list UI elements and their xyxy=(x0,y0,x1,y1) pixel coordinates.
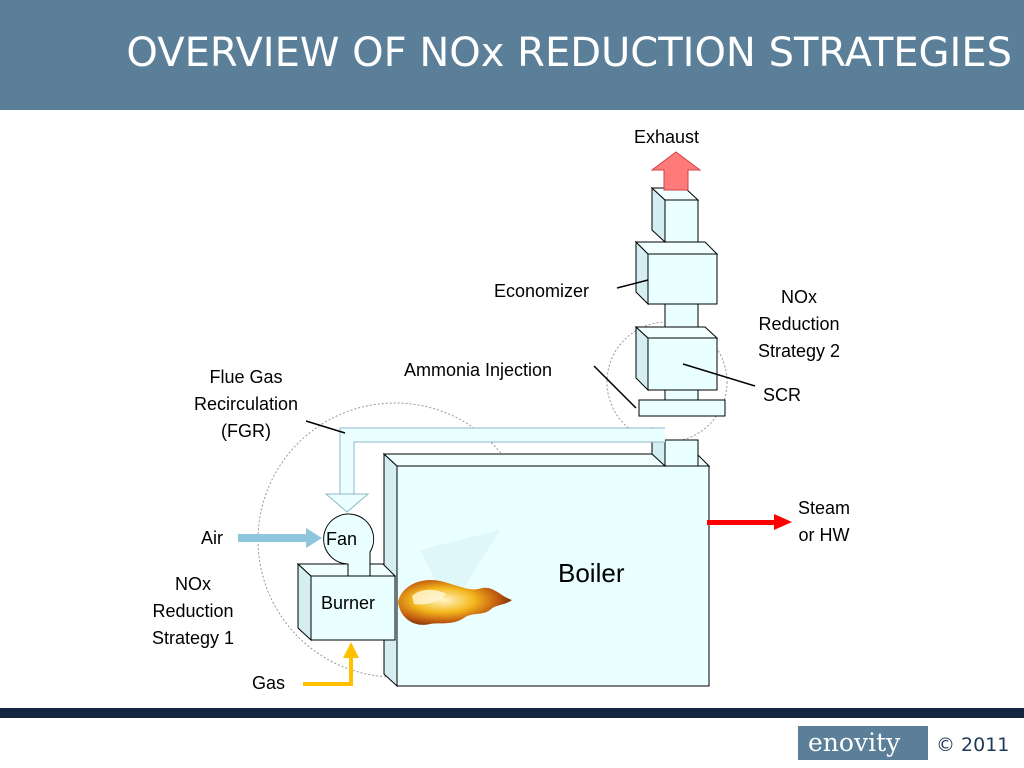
steam-line-2: or HW xyxy=(798,525,850,545)
slide-title: OVERVIEW OF NOx REDUCTION STRATEGIES xyxy=(126,30,1012,76)
exhaust-arrow xyxy=(650,151,702,191)
flame xyxy=(398,580,512,625)
exhaust-label: Exhaust xyxy=(634,127,700,147)
boiler-box xyxy=(382,452,711,688)
nox-strategy-2-line-3: Strategy 2 xyxy=(758,341,841,361)
economizer-box xyxy=(634,240,719,306)
fan-label: Fan xyxy=(326,529,358,549)
fgr-duct xyxy=(324,427,665,513)
gas-arrow xyxy=(303,642,359,686)
scr-box xyxy=(634,325,719,392)
fgr-line-1: Flue Gas xyxy=(209,367,283,387)
ammonia-injection-leader xyxy=(593,365,637,409)
boiler-label: Boiler xyxy=(558,558,625,588)
nox-diagram: Exhaust Economizer NOx Reduction Strateg… xyxy=(0,110,1024,708)
fgr-line-3: (FGR) xyxy=(221,421,272,441)
nox-strategy-2-label: NOx Reduction Strategy 2 xyxy=(758,284,840,365)
economizer-label: Economizer xyxy=(494,281,590,301)
footer-bar xyxy=(0,708,1024,718)
steam-line-1: Steam xyxy=(798,498,851,518)
fan-shape xyxy=(323,513,375,577)
diagram-canvas xyxy=(238,151,792,688)
ammonia-injection-label: Ammonia Injection xyxy=(404,360,553,380)
air-label: Air xyxy=(201,528,223,548)
nox-strategy-2-line-2: Reduction xyxy=(758,314,840,334)
copyright: © 2011 xyxy=(936,734,1010,756)
ammonia-injection-band xyxy=(638,399,726,417)
fgr-label: Flue Gas Recirculation (FGR) xyxy=(194,364,298,445)
economizer-leader xyxy=(616,279,649,289)
logo-text: enovity xyxy=(808,728,901,757)
strategy-2-zone xyxy=(606,321,728,443)
burner-box xyxy=(296,562,397,642)
fgr-leader xyxy=(305,420,346,434)
steam-label: Steam or HW xyxy=(798,495,850,549)
steam-arrow xyxy=(707,514,792,530)
fgr-line-2: Recirculation xyxy=(194,394,299,414)
slide-header: OVERVIEW OF NOx REDUCTION STRATEGIES xyxy=(0,0,1024,110)
enovity-logo: enovity xyxy=(798,726,928,760)
nox-strategy-1-line-1: NOx xyxy=(175,574,212,594)
nox-strategy-1-line-3: Strategy 1 xyxy=(152,628,235,648)
air-arrow xyxy=(238,528,322,548)
burner-label: Burner xyxy=(321,593,376,613)
scr-leader xyxy=(682,363,756,387)
gas-label: Gas xyxy=(252,673,286,693)
nox-strategy-2-line-1: NOx xyxy=(781,287,818,307)
scr-label: SCR xyxy=(763,385,802,405)
stack xyxy=(634,186,726,468)
nox-strategy-1-line-2: Reduction xyxy=(152,601,234,621)
nox-strategy-1-label: NOx Reduction Strategy 1 xyxy=(152,571,234,652)
